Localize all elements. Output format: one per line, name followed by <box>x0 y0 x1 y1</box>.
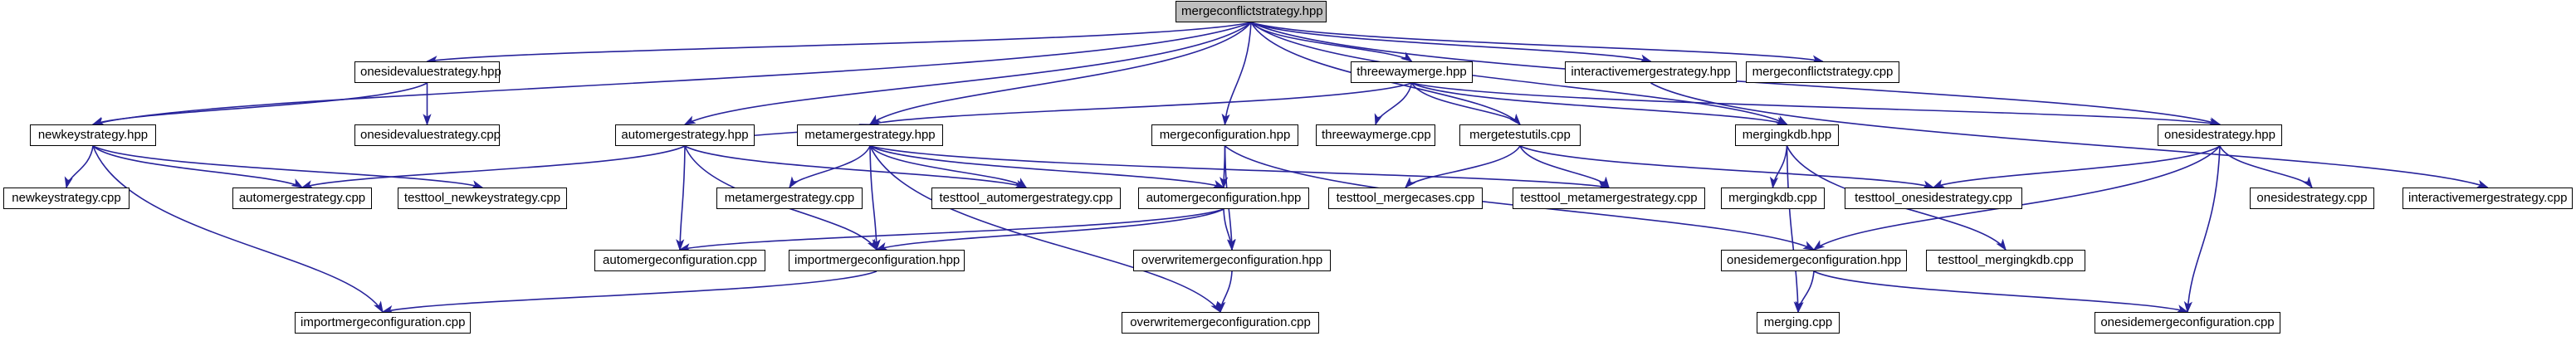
graph-edge <box>64 145 94 189</box>
graph-node-automergeconfiguration-hpp[interactable]: automergeconfiguration.hpp <box>1138 188 1309 209</box>
graph-edge <box>683 22 1252 125</box>
graph-edge <box>678 208 1224 252</box>
graph-node-mergeconflictstrategy-hpp[interactable]: mergeconflictstrategy.hpp <box>1176 1 1327 22</box>
graph-node-testtool-metamergestrategy-cpp[interactable]: testtool_metamergestrategy.cpp <box>1513 188 1705 209</box>
graph-node-onesidestrategy-hpp[interactable]: onesidestrategy.hpp <box>2158 124 2282 146</box>
graph-edge <box>1410 82 1522 126</box>
graph-node-mergeconfiguration-hpp[interactable]: mergeconfiguration.hpp <box>1151 124 1298 146</box>
graph-edge <box>1519 145 1935 189</box>
graph-node-onesidemergeconfiguration-cpp[interactable]: onesidemergeconfiguration.cpp <box>2095 312 2280 334</box>
graph-node-mergetestutils-cpp[interactable]: mergetestutils.cpp <box>1459 124 1581 146</box>
graph-edge <box>676 145 686 251</box>
graph-edge <box>868 22 1252 125</box>
graph-edge <box>1519 145 1610 189</box>
graph-edge <box>2183 145 2221 314</box>
graph-edge <box>1250 22 1788 125</box>
graph-edge <box>869 145 1611 190</box>
graph-node-importmergeconfiguration-cpp[interactable]: importmergeconfiguration.cpp <box>295 312 471 334</box>
graph-node-onesidevaluestrategy-cpp[interactable]: onesidevaluestrategy.cpp <box>354 124 501 146</box>
graph-node-metamergestrategy-hpp[interactable]: metamergestrategy.hpp <box>797 124 943 146</box>
graph-edge <box>92 145 384 314</box>
graph-edge <box>1795 270 1815 314</box>
graph-node-mergeconflictstrategy-cpp[interactable]: mergeconflictstrategy.cpp <box>1746 61 1899 83</box>
graph-node-merging-cpp[interactable]: merging.cpp <box>1757 312 1840 334</box>
graph-edge <box>869 145 1225 188</box>
graph-edge <box>1650 82 2490 188</box>
graph-edge <box>1250 22 1653 63</box>
graph-node-newkeystrategy-cpp[interactable]: newkeystrategy.cpp <box>3 188 130 209</box>
graph-edge <box>1221 22 1252 126</box>
graph-edge <box>1374 82 1413 126</box>
graph-node-metamergestrategy-cpp[interactable]: metamergestrategy.cpp <box>716 188 863 209</box>
graph-edge <box>1786 145 1802 314</box>
graph-node-interactivemergestrategy-hpp[interactable]: interactivemergestrategy.hpp <box>1565 61 1737 83</box>
graph-node-mergingkdb-hpp[interactable]: mergingkdb.hpp <box>1735 124 1839 146</box>
graph-edge <box>789 145 871 189</box>
graph-node-onesidemergeconfiguration-hpp[interactable]: onesidemergeconfiguration.hpp <box>1721 250 1907 271</box>
graph-node-onesidestrategy-cpp[interactable]: onesidestrategy.cpp <box>2250 188 2374 209</box>
graph-edge <box>1250 22 1825 64</box>
graph-edge <box>1411 82 2222 128</box>
graph-node-overwritemergeconfiguration-hpp[interactable]: overwritemergeconfiguration.hpp <box>1133 250 1331 271</box>
graph-node-automergeconfiguration-cpp[interactable]: automergeconfiguration.cpp <box>594 250 765 271</box>
graph-edge <box>1404 145 1521 189</box>
graph-edge <box>869 145 1221 314</box>
graph-node-threewaymerge-cpp[interactable]: threewaymerge.cpp <box>1316 124 1435 146</box>
graph-node-interactivemergestrategy-cpp[interactable]: interactivemergestrategy.cpp <box>2402 188 2573 209</box>
graph-node-automergestrategy-hpp[interactable]: automergestrategy.hpp <box>615 124 755 146</box>
graph-edge <box>2219 145 2313 189</box>
graph-edge <box>1813 270 2189 314</box>
graph-node-testtool-mergingkdb-cpp[interactable]: testtool_mergingkdb.cpp <box>1926 250 2085 271</box>
graph-edge <box>91 22 1252 126</box>
graph-node-testtool-onesidestrategy-cpp[interactable]: testtool_onesidestrategy.cpp <box>1845 188 2022 209</box>
graph-node-testtool-newkeystrategy-cpp[interactable]: testtool_newkeystrategy.cpp <box>398 188 567 209</box>
graph-edge <box>91 82 428 125</box>
graph-node-mergingkdb-cpp[interactable]: mergingkdb.cpp <box>1721 188 1825 209</box>
graph-edge <box>1223 208 1236 251</box>
graph-edge <box>869 145 881 251</box>
graph-edge <box>1217 270 1233 314</box>
graph-edge <box>868 82 1412 127</box>
graph-node-newkeystrategy-hpp[interactable]: newkeystrategy.hpp <box>30 124 156 146</box>
graph-edge <box>869 145 1028 188</box>
graph-edge <box>875 208 1224 251</box>
graph-edge <box>1411 82 1789 125</box>
graph-edge <box>381 270 877 314</box>
graph-edge <box>684 145 1028 188</box>
graph-node-testtool-automergestrategy-cpp[interactable]: testtool_automergestrategy.cpp <box>931 188 1121 209</box>
graph-node-onesidevaluestrategy-hpp[interactable]: onesidevaluestrategy.hpp <box>354 61 501 83</box>
graph-node-automergestrategy-cpp[interactable]: automergestrategy.cpp <box>232 188 372 209</box>
graph-edge <box>301 145 686 189</box>
graph-edge <box>1769 145 1788 189</box>
graph-edge <box>1932 145 2221 188</box>
graph-node-overwritemergeconfiguration-cpp[interactable]: overwritemergeconfiguration.cpp <box>1122 312 1319 334</box>
graph-edge <box>92 145 484 189</box>
graph-node-threewaymerge-hpp[interactable]: threewaymerge.hpp <box>1351 61 1473 83</box>
graph-edge <box>425 22 1252 65</box>
graph-node-testtool-mergecases-cpp[interactable]: testtool_mergecases.cpp <box>1328 188 1483 209</box>
graph-edge <box>92 145 304 188</box>
graph-node-importmergeconfiguration-hpp[interactable]: importmergeconfiguration.hpp <box>789 250 965 271</box>
